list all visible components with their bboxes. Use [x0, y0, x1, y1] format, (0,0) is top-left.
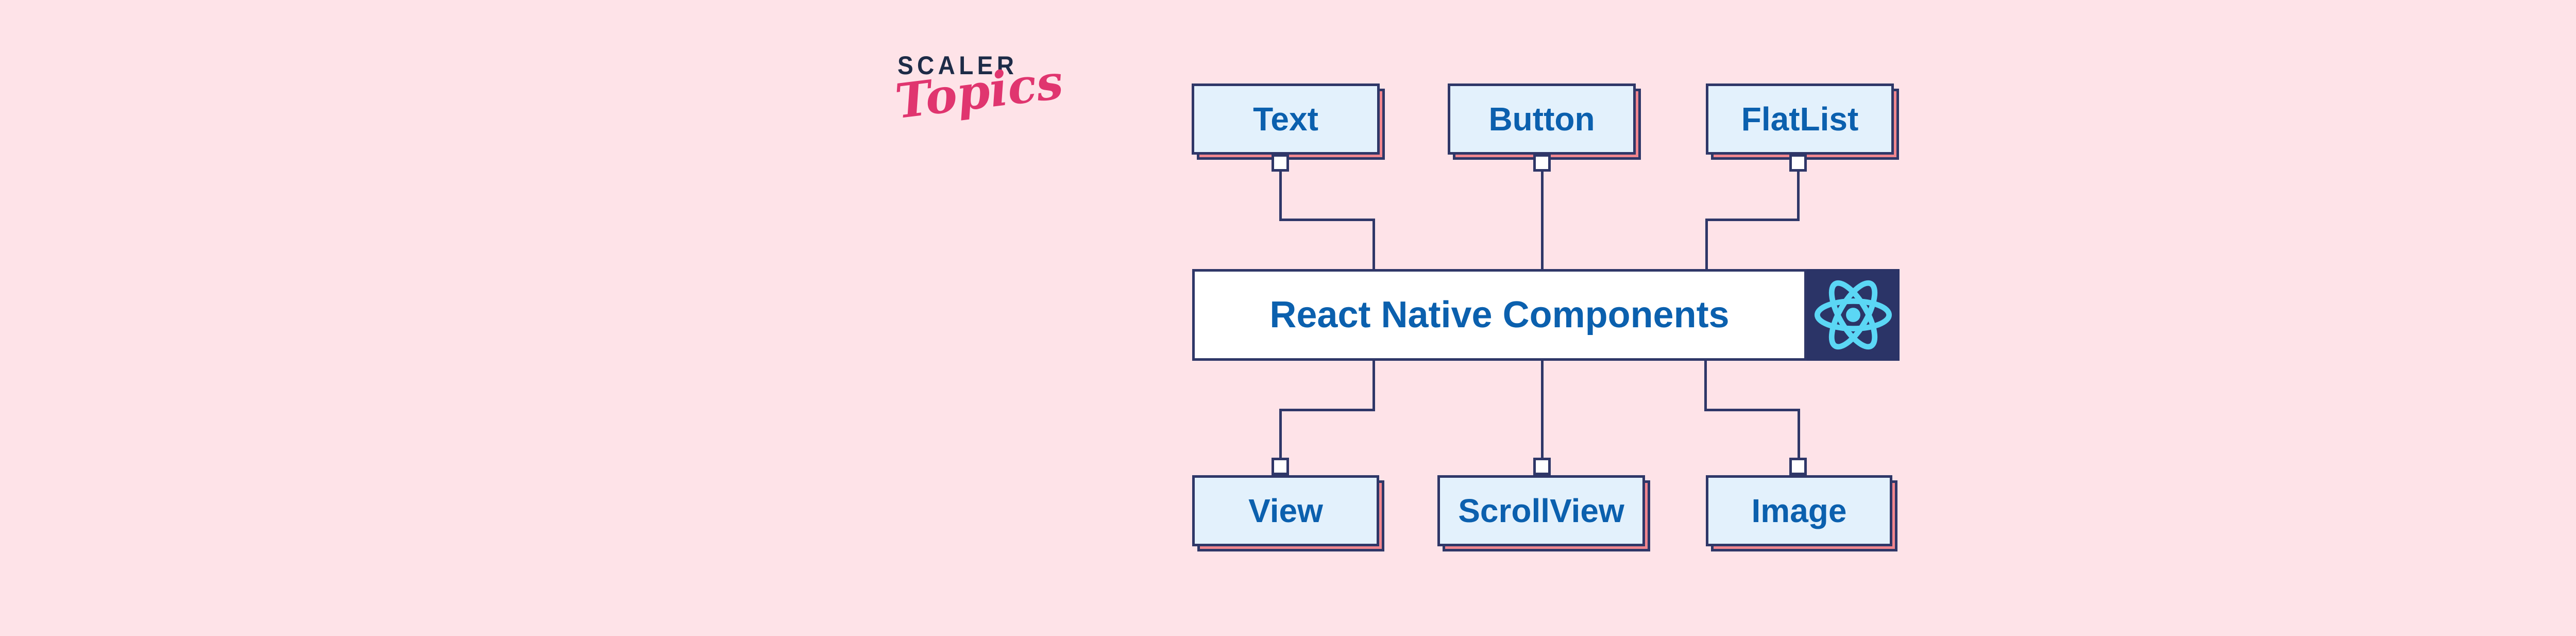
connector-image-h: [1704, 409, 1800, 411]
main-title-text: React Native Components: [1269, 294, 1730, 336]
port-text: [1272, 154, 1289, 172]
port-image: [1789, 458, 1807, 475]
port-view: [1272, 458, 1289, 475]
port-scrollview: [1533, 458, 1551, 475]
node-button-label: Button: [1488, 101, 1595, 138]
node-image-label: Image: [1751, 492, 1847, 529]
node-flatlist-label: FlatList: [1741, 101, 1859, 138]
node-scrollview-face: ScrollView: [1437, 475, 1645, 546]
node-flatlist: FlatList: [1706, 83, 1899, 160]
node-text: Text: [1192, 83, 1385, 160]
node-scrollview-label: ScrollView: [1458, 492, 1624, 529]
connector-flatlist-v2: [1705, 219, 1708, 270]
port-button: [1533, 154, 1551, 172]
react-logo-badge: [1807, 269, 1900, 361]
main-title-box: React Native Components: [1192, 269, 1807, 361]
connector-text-v1: [1279, 170, 1282, 221]
node-button: Button: [1448, 83, 1641, 160]
node-flatlist-face: FlatList: [1706, 83, 1894, 155]
port-flatlist: [1789, 154, 1807, 172]
node-image: Image: [1706, 475, 1897, 551]
connector-view-v1: [1372, 360, 1375, 411]
node-button-face: Button: [1448, 83, 1636, 155]
node-image-face: Image: [1706, 475, 1892, 546]
node-view-face: View: [1192, 475, 1379, 546]
node-view-label: View: [1248, 492, 1323, 529]
connector-flatlist-v1: [1797, 170, 1800, 221]
connector-image-v1: [1704, 360, 1707, 411]
node-view: View: [1192, 475, 1384, 551]
node-scrollview: ScrollView: [1437, 475, 1650, 551]
connector-scrollview-v: [1541, 360, 1544, 460]
connector-button-v: [1541, 170, 1544, 270]
logo-brand-text: SCALER: [897, 51, 1018, 80]
node-text-face: Text: [1192, 83, 1380, 155]
connector-flatlist-h: [1705, 219, 1800, 221]
connector-view-h: [1279, 409, 1375, 411]
connector-view-v2: [1279, 409, 1282, 460]
connector-text-v2: [1372, 219, 1375, 270]
node-text-label: Text: [1253, 101, 1318, 138]
connector-image-v2: [1798, 409, 1800, 460]
connector-text-h: [1279, 219, 1375, 221]
react-atom-icon: [1814, 280, 1892, 350]
